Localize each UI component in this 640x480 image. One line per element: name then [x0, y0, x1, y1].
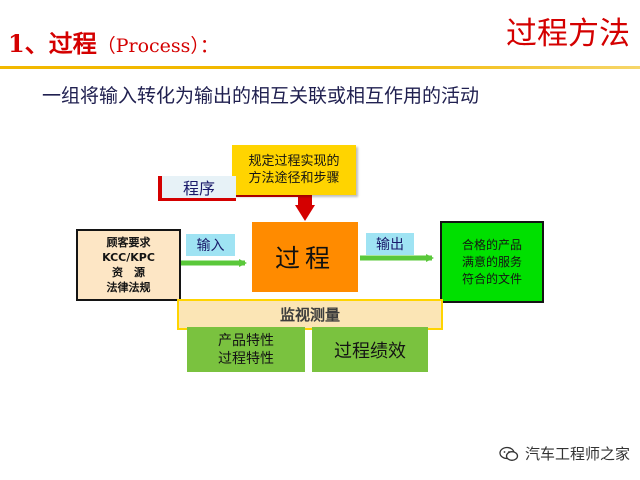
process-performance-box: 过程绩效: [312, 327, 428, 372]
monitor-measure-bar: 监视测量: [177, 299, 443, 330]
procedure-label: 程序: [158, 176, 236, 201]
output-box: 合格的产品 满意的服务 符合的文件: [440, 221, 544, 303]
page-title: 1、过程（Process）：: [8, 24, 219, 59]
output-label: 输出: [366, 233, 414, 255]
output-item: 满意的服务: [461, 254, 522, 269]
input-box: 顾客要求 KCC/KPC 资 源 法律法规: [76, 229, 181, 301]
definition-text: 一组将输入转化为输出的相互关联或相互作用的活动: [42, 85, 480, 107]
input-item: 顾客要求: [106, 236, 151, 249]
corner-title: 过程方法: [506, 16, 630, 52]
title-cn: 过程: [48, 29, 97, 58]
procedure-standard-box: 规定过程实现的 方法途径和步骤: [232, 145, 356, 195]
process-box: 过程: [252, 222, 358, 292]
input-item: 资 源: [112, 266, 145, 279]
title-en: （Process）：: [96, 35, 219, 57]
input-label: 输入: [186, 234, 235, 256]
output-item: 符合的文件: [461, 271, 522, 286]
characteristic-item: 产品特性: [218, 332, 274, 349]
title-number: 1、: [8, 29, 49, 58]
input-item: KCC/KPC: [102, 251, 155, 264]
characteristics-box: 产品特性 过程特性: [187, 327, 305, 372]
procedure-standard-line-2: 方法途径和步骤: [248, 171, 340, 186]
output-item: 合格的产品: [461, 237, 522, 252]
procedure-standard-line-1: 规定过程实现的: [248, 154, 340, 169]
procedure-arrow: [295, 196, 315, 221]
watermark-text: 汽车工程师之家: [524, 445, 630, 463]
characteristic-item: 过程特性: [218, 350, 274, 367]
header-divider: [0, 66, 640, 69]
watermark: 汽车工程师之家: [499, 443, 630, 464]
chat-icon: [499, 446, 519, 461]
input-item: 法律法规: [106, 281, 151, 294]
